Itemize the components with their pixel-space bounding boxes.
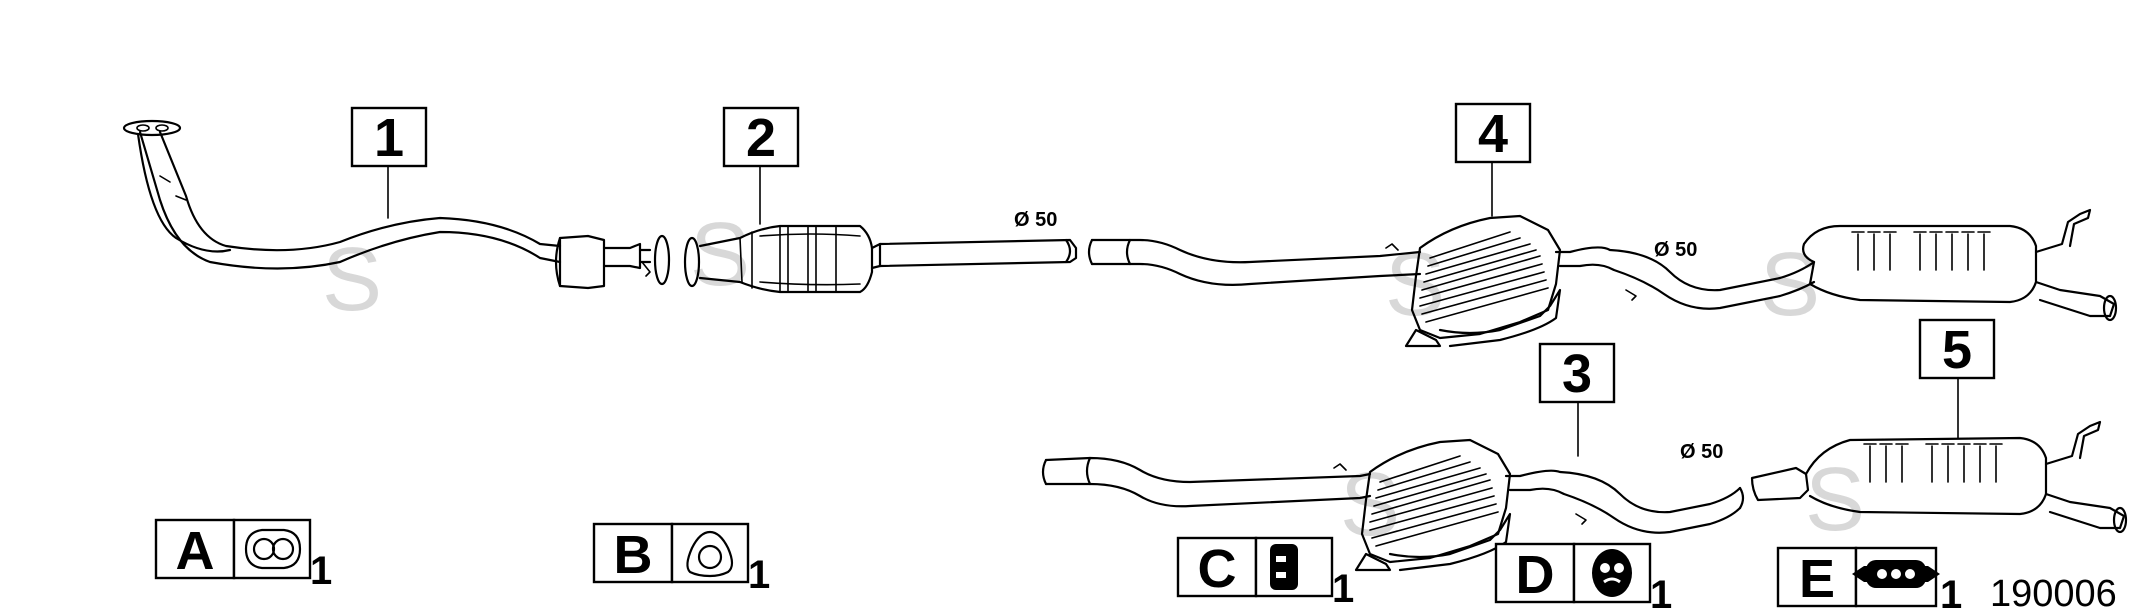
callout-5-label: 5 <box>1942 320 1972 380</box>
fitting-c-qty: 1 <box>1332 567 1354 611</box>
catalytic-converter-drawing <box>683 224 1078 294</box>
callout-2: 2 <box>722 106 800 168</box>
callout-4: 4 <box>1454 102 1532 164</box>
rubber-strap-hanger-icon <box>1852 560 1940 588</box>
callout-1-label: 1 <box>374 108 404 168</box>
triangle-flange-gasket-icon <box>686 530 734 578</box>
rear-muffler-top-drawing <box>1802 208 2118 322</box>
watermark: S <box>1340 455 1400 555</box>
double-ring-gasket-icon <box>244 528 302 570</box>
callout-5: 5 <box>1918 318 1996 380</box>
rubber-ring-hanger-icon <box>1592 549 1632 597</box>
rubber-block-hanger-icon <box>1270 544 1298 590</box>
fitting-a-letter: A <box>176 521 215 581</box>
fitting-b-letter: B <box>614 525 653 585</box>
diameter-labels: Ø 50 Ø 50 Ø 50 <box>1014 209 1723 463</box>
watermark: S <box>1805 450 1865 550</box>
rear-muffler-lower-drawing <box>1750 420 2128 534</box>
middle-pipe-drawing <box>1087 214 1816 348</box>
fitting-b: B 1 <box>592 522 770 597</box>
fitting-d: D 1 <box>1494 542 1672 613</box>
callout-3-label: 3 <box>1562 344 1592 404</box>
callout-3: 3 <box>1538 342 1616 404</box>
middle-pipe-lower-drawing <box>1041 438 1745 572</box>
diameter-label: Ø 50 <box>1014 209 1057 231</box>
drawing-number: 190006 <box>1990 573 2117 613</box>
fitting-a: A 1 <box>154 518 332 593</box>
fitting-c: C 1 <box>1176 536 1354 611</box>
fitting-d-letter: D <box>1516 545 1555 605</box>
fitting-d-qty: 1 <box>1650 573 1672 613</box>
callout-2-label: 2 <box>746 108 776 168</box>
watermarks: S S S S S S <box>322 205 1865 555</box>
fitting-e-letter: E <box>1799 549 1835 609</box>
callout-4-label: 4 <box>1478 104 1508 164</box>
callout-1: 1 <box>350 106 428 168</box>
fitting-a-qty: 1 <box>310 549 332 593</box>
callout-leaders <box>387 161 1959 457</box>
diameter-label: Ø 50 <box>1654 239 1697 261</box>
fitting-e: E 1 <box>1776 546 1962 613</box>
fitting-e-qty: 1 <box>1940 573 1962 613</box>
watermark: S <box>322 230 382 330</box>
fitting-b-qty: 1 <box>748 553 770 597</box>
diameter-label: Ø 50 <box>1680 441 1723 463</box>
fitting-c-letter: C <box>1198 539 1237 599</box>
front-pipe-drawing <box>122 119 671 290</box>
